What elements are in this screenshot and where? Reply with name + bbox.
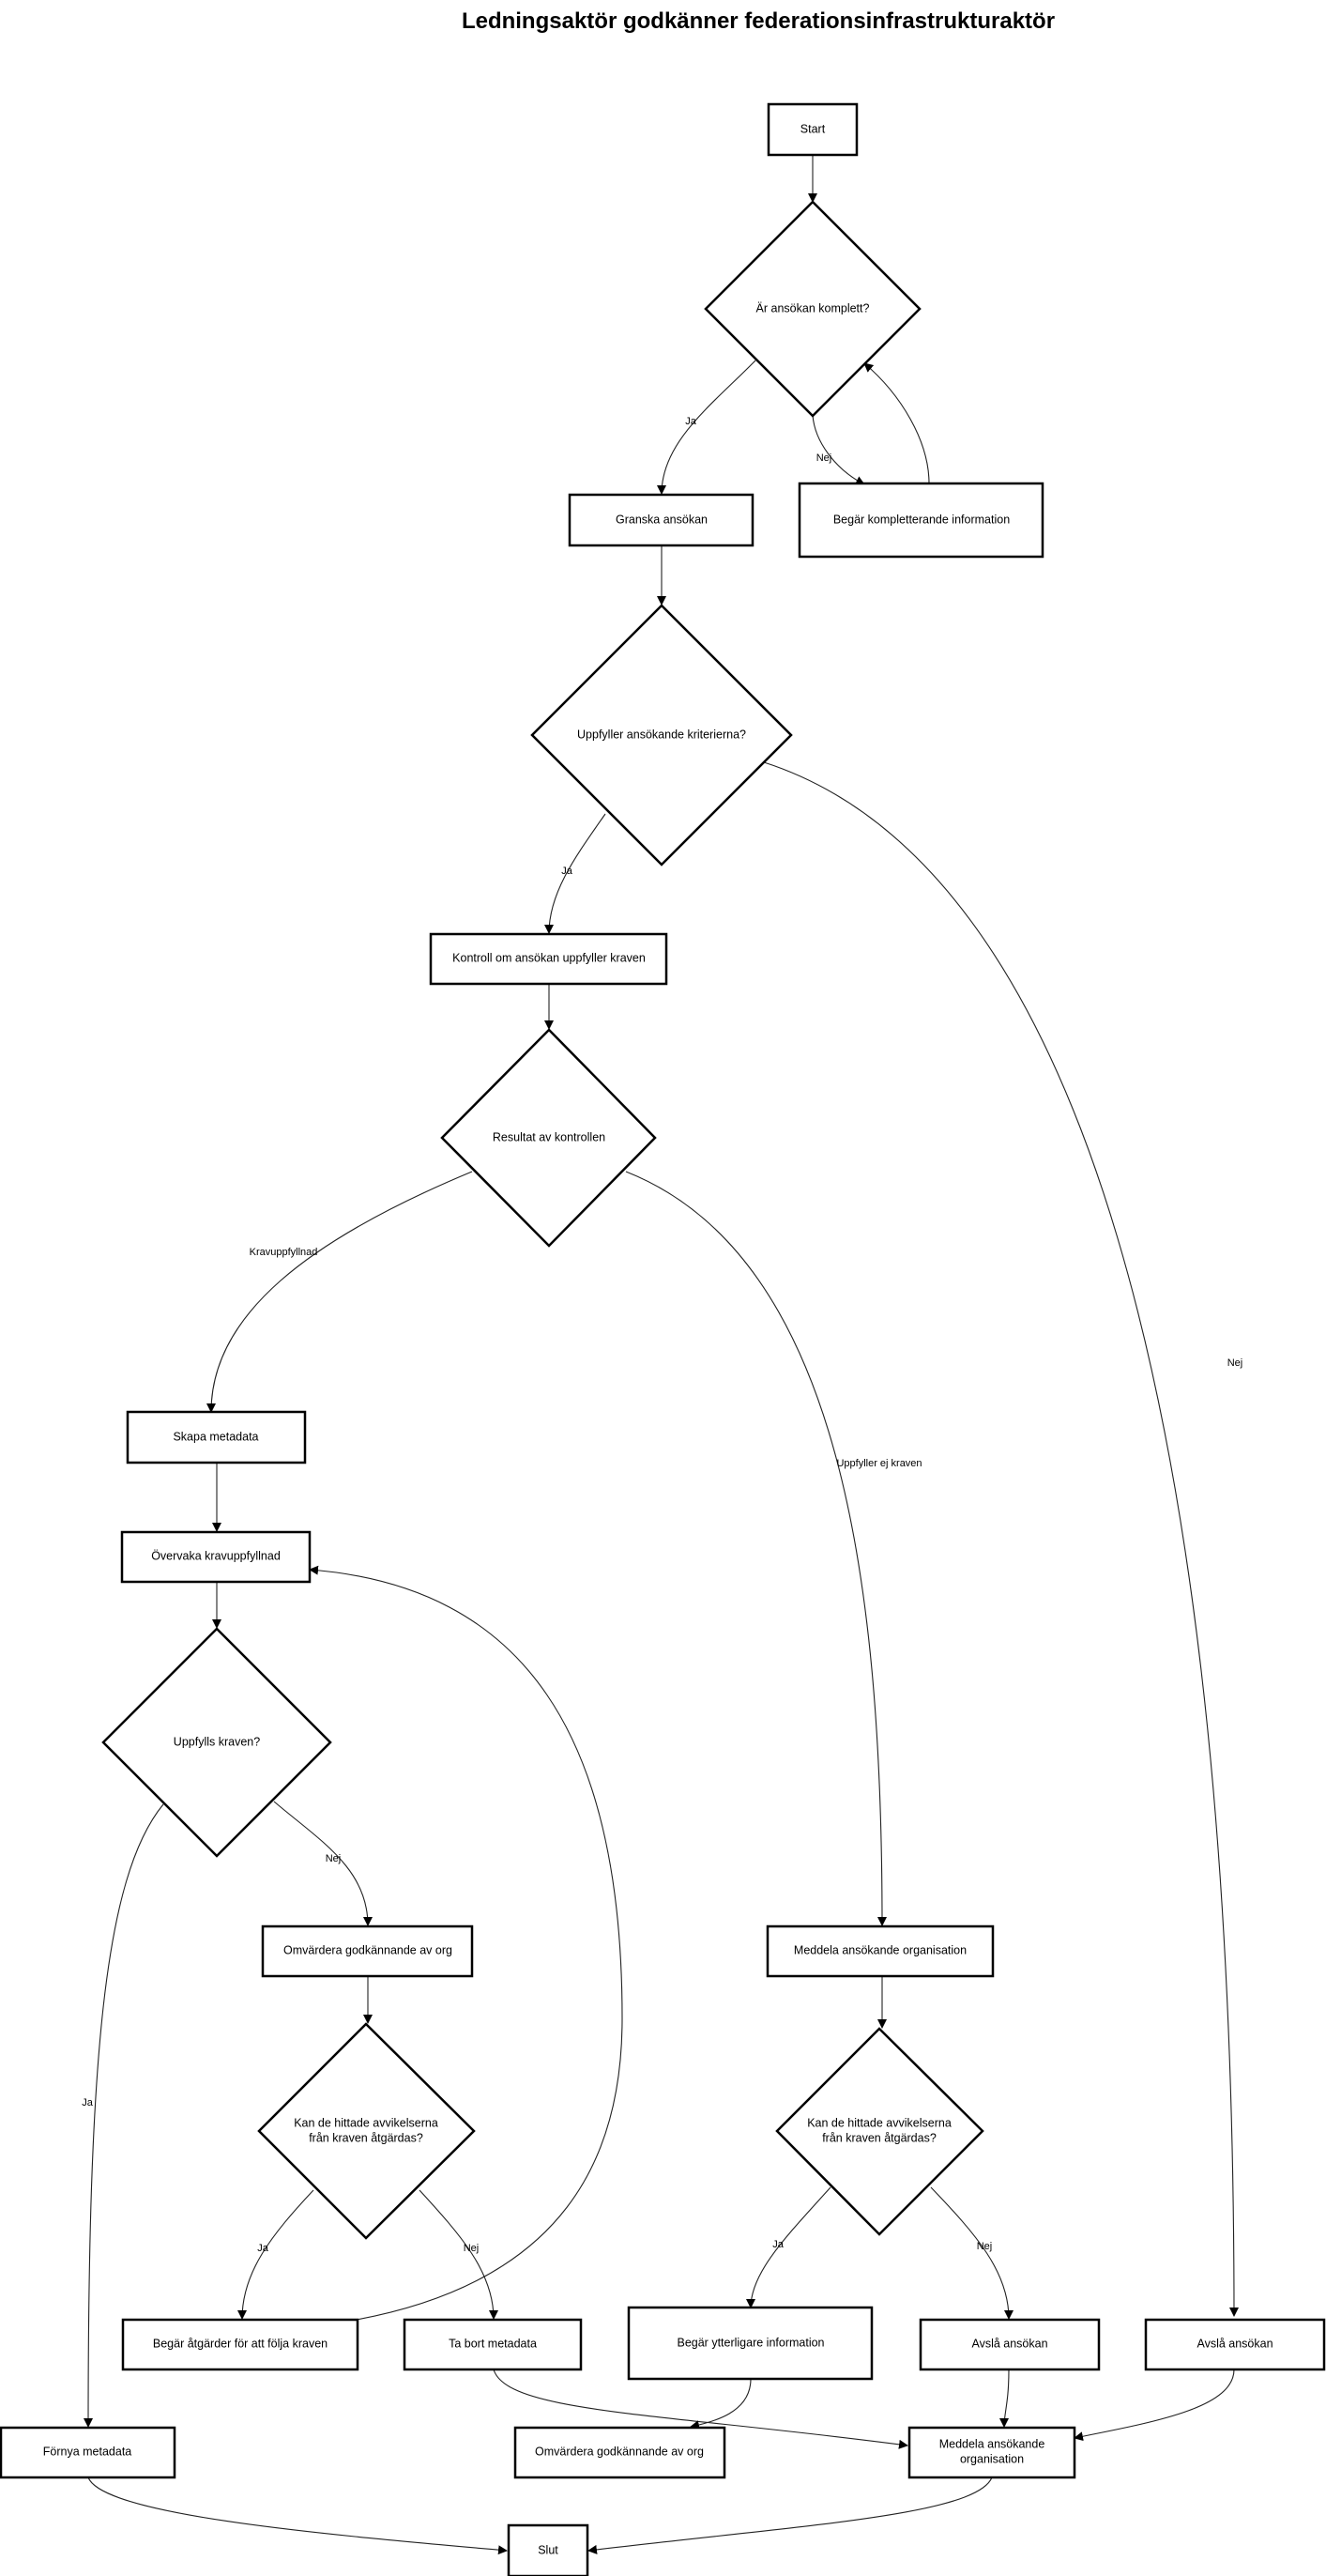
node-label: Avslå ansökan xyxy=(971,2337,1047,2350)
node-label: Resultat av kontrollen xyxy=(493,1130,605,1143)
node-end: Slut xyxy=(507,2523,589,2576)
edge-renew-to-end xyxy=(87,2476,508,2555)
node-label: Kontroll om ansökan uppfyller kraven xyxy=(452,951,646,964)
edge-result-fulfilled xyxy=(206,1171,473,1413)
edge-reject1-to-notify2 xyxy=(999,2369,1010,2428)
node-can-deviations-be-fixed: Kan de hittade avvikelserna från kraven … xyxy=(257,2022,476,2240)
node-monitor-compliance: Övervaka kravuppfyllnad xyxy=(120,1530,312,1584)
node-requirements-met: Uppfylls kraven? xyxy=(101,1627,332,1858)
node-label-line1: Kan de hittade avvikelserna xyxy=(294,2116,438,2129)
node-label-line1: Meddela ansökande xyxy=(939,2437,1045,2450)
edge-fix1-yes xyxy=(237,2189,314,2320)
node-label: Begär ytterligare information xyxy=(677,2336,824,2349)
edge-labels: Ja Nej Ja Nej Kravuppfyllnad Uppfyller e… xyxy=(82,416,1242,2254)
node-notify-applicant: Meddela ansökande organisation xyxy=(907,2426,1076,2479)
node-reject-application: Avslå ansökan xyxy=(919,2318,1101,2371)
node-label: Skapa metadata xyxy=(173,1430,258,1443)
edge-label-no: Nej xyxy=(1227,1357,1243,1369)
node-label-line2: organisation xyxy=(960,2452,1024,2465)
node-is-application-complete: Är ansökan komplett? xyxy=(704,200,922,418)
edge-fix2-no xyxy=(930,2186,1014,2320)
edge-label-yes: Ja xyxy=(82,2097,94,2108)
node-meets-criteria: Uppfyller ansökande kriterierna? xyxy=(530,604,793,866)
edge-label-fulfilled: Kravuppfyllnad xyxy=(250,1247,318,1258)
node-review-application: Granska ansökan xyxy=(568,493,754,547)
node-check-requirements: Kontroll om ansökan uppfyller kraven xyxy=(429,932,668,986)
node-reassess-approval: Omvärdera godkännande av org xyxy=(261,1924,474,1978)
edge-request-actions-back xyxy=(309,1565,623,2321)
edge-complete-yes xyxy=(657,360,756,495)
edge-request-more-to-reassess2 xyxy=(690,2378,752,2430)
node-start: Start xyxy=(767,102,859,157)
edge-label-yes: Ja xyxy=(561,866,573,877)
edge-complete-no xyxy=(812,414,865,485)
node-label: Omvärdera godkännande av org xyxy=(283,1943,452,1956)
node-label: Granska ansökan xyxy=(616,513,708,526)
node-label: Ta bort metadata xyxy=(449,2337,537,2350)
edge-result-not-fulfilled xyxy=(625,1171,887,1926)
node-label: Avslå ansökan xyxy=(1196,2337,1273,2350)
edges xyxy=(84,156,1239,2555)
page-title: Ledningsaktör godkänner federationsinfra… xyxy=(462,8,1055,34)
node-request-more-info: Begär ytterligare information xyxy=(627,2306,874,2381)
edge-label-not-fulfilled: Uppfyller ej kraven xyxy=(836,1458,922,1469)
edge-reject2-to-notify2 xyxy=(1074,2369,1235,2442)
node-label: Omvärdera godkännande av org xyxy=(535,2445,704,2458)
node-remove-metadata: Ta bort metadata xyxy=(403,2318,583,2371)
edge-label-no: Nej xyxy=(816,452,832,464)
node-can-deviations-be-fixed: Kan de hittade avvikelserna från kraven … xyxy=(775,2027,984,2236)
edge-criteria-no xyxy=(763,761,1239,2317)
edge-fulfilled-yes xyxy=(84,1803,164,2428)
node-label: Uppfyller ansökande kriterierna? xyxy=(577,728,746,741)
edge-notify2-to-end xyxy=(587,2476,993,2554)
node-create-metadata: Skapa metadata xyxy=(126,1410,307,1464)
edge-remove-to-notify2 xyxy=(493,2369,908,2449)
node-reassess-approval: Omvärdera godkännande av org xyxy=(513,2426,726,2479)
node-label: Meddela ansökande organisation xyxy=(794,1943,967,1956)
edge-label-yes: Ja xyxy=(772,2239,785,2250)
edge-label-no: Nej xyxy=(326,1853,342,1864)
edge-fulfilled-no xyxy=(273,1801,373,1926)
node-check-result: Resultat av kontrollen xyxy=(440,1028,657,1248)
node-label: Start xyxy=(800,122,826,135)
node-label-line1: Kan de hittade avvikelserna xyxy=(807,2116,952,2129)
node-label: Begär åtgärder för att följa kraven xyxy=(153,2337,328,2350)
edge-label-yes: Ja xyxy=(257,2243,269,2254)
edge-request-info-back xyxy=(863,362,930,484)
node-label: Slut xyxy=(538,2543,558,2556)
node-label: Förnya metadata xyxy=(43,2445,132,2458)
node-label: Begär kompletterande information xyxy=(833,513,1010,526)
edge-label-yes: Ja xyxy=(685,416,697,427)
node-label: Övervaka kravuppfyllnad xyxy=(151,1549,281,1562)
edge-fix2-yes xyxy=(746,2186,831,2308)
edge-label-no: Nej xyxy=(464,2243,480,2254)
node-label-line2: från kraven åtgärdas? xyxy=(309,2131,423,2144)
edge-fix1-no xyxy=(419,2189,498,2320)
node-request-supplementary-info: Begär kompletterande information xyxy=(798,482,1044,559)
node-reject-application: Avslå ansökan xyxy=(1144,2318,1326,2371)
node-label-line2: från kraven åtgärdas? xyxy=(822,2131,937,2144)
node-request-corrective-actions: Begär åtgärder för att följa kraven xyxy=(121,2318,359,2371)
node-label: Uppfylls kraven? xyxy=(174,1735,260,1748)
node-notify-applicant: Meddela ansökande organisation xyxy=(766,1924,995,1978)
edge-criteria-yes xyxy=(544,813,606,934)
node-renew-metadata: Förnya metadata xyxy=(0,2426,176,2479)
node-label: Är ansökan komplett? xyxy=(756,301,870,314)
edge-label-no: Nej xyxy=(977,2241,993,2252)
